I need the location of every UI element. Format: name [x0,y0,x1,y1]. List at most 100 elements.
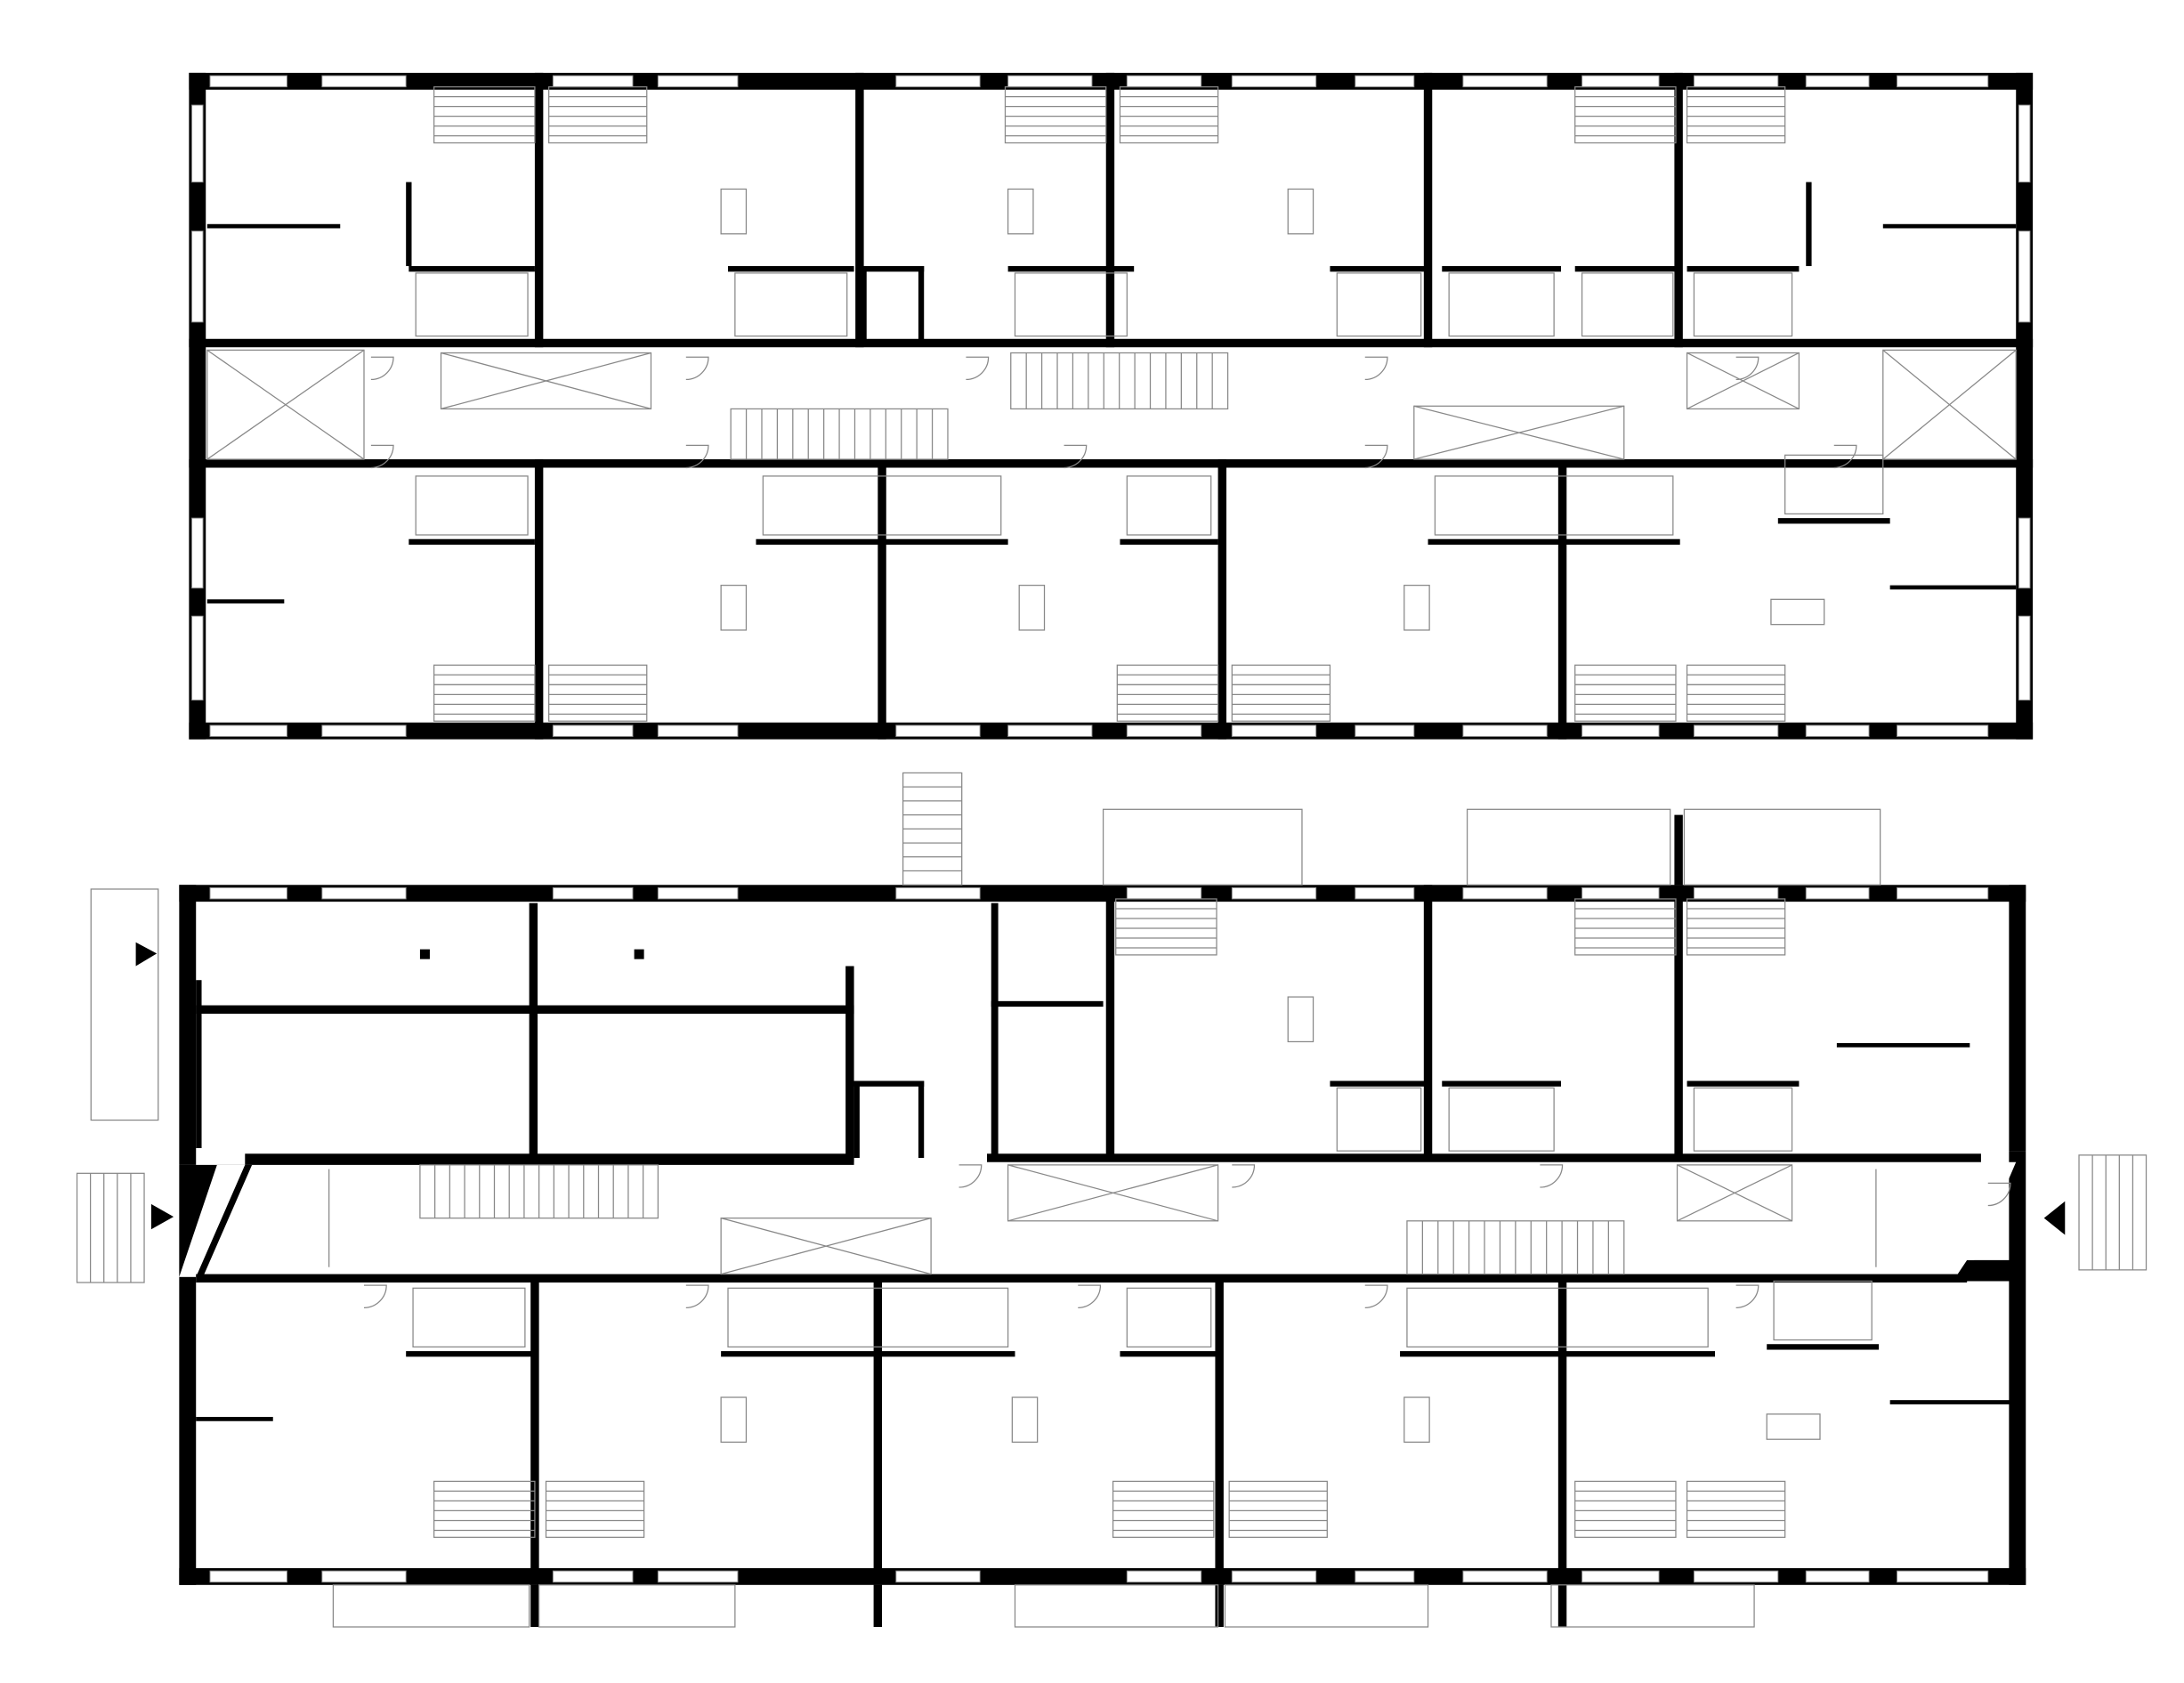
wall [1428,538,1680,546]
window [1126,886,1202,900]
fixture [1686,898,1786,956]
fixture [1683,808,1881,886]
window [895,1570,981,1583]
wall [189,459,2034,468]
window [1581,1570,1660,1583]
fixture [727,1287,1009,1348]
fixture [1434,475,1674,536]
fixture [762,475,1002,536]
window [552,75,634,88]
wall [1574,265,1680,272]
door-swing [959,1164,983,1188]
wall [1767,1344,1880,1350]
wall [1557,1584,1567,1627]
window [321,1570,407,1583]
wall [1687,1080,1800,1087]
door-swing [1540,1164,1564,1188]
fixture [548,664,648,722]
fixture [1448,1087,1555,1152]
wall [206,223,341,229]
wall [196,1274,1968,1283]
wall [721,1351,1015,1357]
fixture [1287,996,1314,1043]
wall [530,1276,539,1585]
wall [1836,1043,1970,1048]
fixture [1014,1584,1219,1628]
wall [878,459,886,740]
fixture [433,664,536,722]
wall [1882,223,2017,229]
window [552,886,634,900]
wall [1889,1400,2017,1404]
window [1355,1570,1415,1583]
wall [1105,885,1115,1160]
fixture [1574,898,1677,956]
fixture [1693,272,1793,337]
fixture [433,85,536,144]
wall [2009,1281,2026,1585]
door-swing [685,1284,709,1308]
fixture [1126,475,1212,536]
window [657,1570,739,1583]
wall [196,980,202,1149]
window [1581,75,1660,88]
fixture [1413,405,1625,460]
ground-floor-plan [76,772,2148,1628]
window [1462,1570,1548,1583]
wall [406,182,412,266]
wall [853,1080,860,1159]
fixture [1693,1087,1793,1152]
wall [873,1276,883,1585]
door-swing [1078,1284,1102,1308]
window [191,104,204,183]
window [191,615,204,701]
wall [196,1005,854,1014]
window [1581,886,1660,900]
wall [1217,459,1227,740]
thin-line [441,352,651,410]
wall [206,599,285,604]
window [1231,886,1317,900]
fixture [1686,352,1800,410]
window [1462,724,1548,737]
window [1897,1570,1989,1583]
window [895,886,981,900]
fixture [1287,188,1314,235]
window [552,724,634,737]
wall [1557,1276,1567,1585]
fixture [720,584,748,631]
wall [634,949,644,959]
fixture [1115,898,1217,956]
wall [855,72,864,348]
entrance-opening [179,1164,246,1277]
wall [987,1153,1981,1162]
fixture [1018,584,1046,631]
wall [419,949,430,959]
window [191,517,204,589]
wall [179,1276,197,1585]
thin-line [1007,1164,1218,1222]
window [1805,724,1870,737]
fixture [1574,1480,1677,1538]
entrance-arrow-icon [135,942,158,967]
wall [853,1080,925,1087]
fixture [1686,85,1786,144]
wall [1674,814,1683,886]
window [191,231,204,323]
window [1126,1570,1202,1583]
fixture [1116,664,1219,722]
fixture [90,888,159,1121]
door-swing [363,1284,387,1308]
wall [1215,1276,1224,1585]
wall [1423,885,1433,1160]
fixture [1231,664,1331,722]
window [2018,517,2031,589]
wall [2009,885,2026,1152]
fixture [720,1396,748,1443]
fixture [1773,1280,1873,1341]
wall [756,538,1008,546]
wall [1105,72,1115,348]
door-swing [1987,1182,2011,1207]
fixture [1686,664,1786,722]
